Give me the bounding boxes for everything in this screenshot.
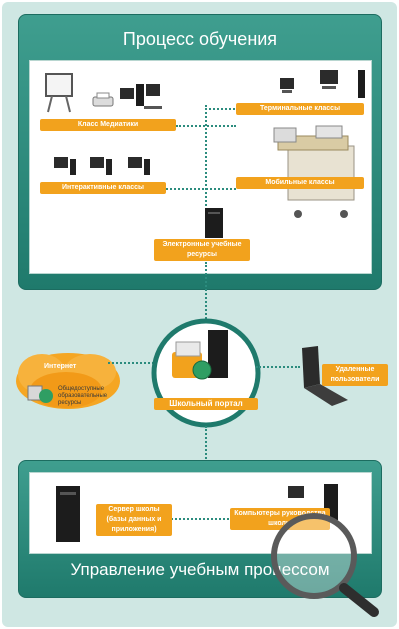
portal-server-icon bbox=[172, 330, 228, 380]
connector-line bbox=[256, 366, 300, 368]
connector-line bbox=[166, 188, 236, 190]
school-portal-label: Школьный портал bbox=[154, 398, 258, 410]
management-computers-label: Компьютеры руководства школы bbox=[230, 508, 330, 530]
interactive-whiteboard-icon bbox=[45, 73, 73, 113]
learning-process-title: Процесс обучения bbox=[122, 29, 278, 49]
computer-icon bbox=[120, 84, 162, 109]
connector-line bbox=[205, 105, 207, 245]
interactive-classes-label: Интерактивные классы bbox=[40, 182, 166, 194]
media-class-label: Класс Медиатики bbox=[40, 119, 176, 131]
connector-line bbox=[108, 362, 158, 364]
internet-label: Интернет bbox=[44, 363, 77, 370]
mobile-class-cart-icon bbox=[273, 125, 355, 218]
school-server-label: Сервер школы (базы данных и приложения) bbox=[96, 504, 172, 536]
magnifier-icon bbox=[271, 513, 379, 617]
management-title: Управление учебным процессом bbox=[70, 560, 330, 579]
school-server-icon bbox=[56, 486, 80, 542]
terminal-computers-icon bbox=[280, 70, 365, 98]
connector-line bbox=[140, 518, 236, 520]
resource-globe-icon bbox=[27, 385, 53, 403]
connector-line bbox=[205, 262, 207, 334]
connector-line bbox=[205, 108, 235, 110]
terminal-classes-label: Терминальные классы bbox=[236, 103, 364, 115]
public-resources-label: Общедоступные образовательные ресурсы bbox=[58, 386, 108, 406]
interactive-classes-icon bbox=[54, 157, 150, 175]
laptop-icon bbox=[302, 346, 348, 406]
mobile-classes-label: Мобильные классы bbox=[236, 177, 364, 189]
remote-users-label: Удаленные пользователи bbox=[322, 364, 388, 386]
printer-icon bbox=[92, 92, 114, 107]
resource-server-icon bbox=[205, 208, 223, 238]
electronic-resources-label: Электронные учебные ресурсы bbox=[154, 239, 250, 261]
